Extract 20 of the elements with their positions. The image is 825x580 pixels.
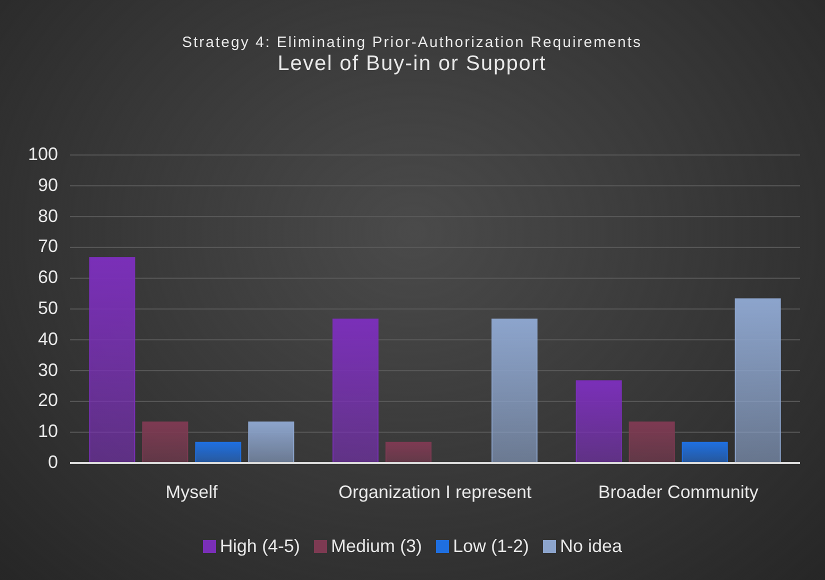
- legend-label: High (4-5): [220, 536, 300, 557]
- axis-tick-label: 10: [38, 421, 58, 442]
- category-label: Myself: [166, 482, 218, 503]
- axis-tick-label: 20: [38, 390, 58, 412]
- axis-tick-label: 100: [28, 144, 58, 165]
- chart-subtitle: Strategy 4: Eliminating Prior-Authorization Requirements: [182, 34, 642, 51]
- axis-tick-label: 90: [38, 174, 58, 196]
- legend-label: Medium (3): [330, 536, 422, 557]
- axis-tick-label: 80: [38, 206, 58, 227]
- category-label: Broader Community: [598, 482, 758, 503]
- legend-label: Low (1-2): [452, 536, 530, 557]
- axis-tick-label: 50: [38, 298, 58, 319]
- axis-tick-label: 70: [38, 236, 58, 258]
- chart-title: Level of Buy-in or Support: [278, 52, 546, 76]
- axis-tick-label: 0: [48, 452, 58, 473]
- category-label: Organization I represent: [338, 482, 532, 503]
- axis-tick-label: 30: [38, 360, 58, 381]
- axis-tick-label: 60: [38, 267, 58, 288]
- axis-tick-label: 40: [38, 328, 58, 350]
- legend-label: No idea: [560, 536, 622, 557]
